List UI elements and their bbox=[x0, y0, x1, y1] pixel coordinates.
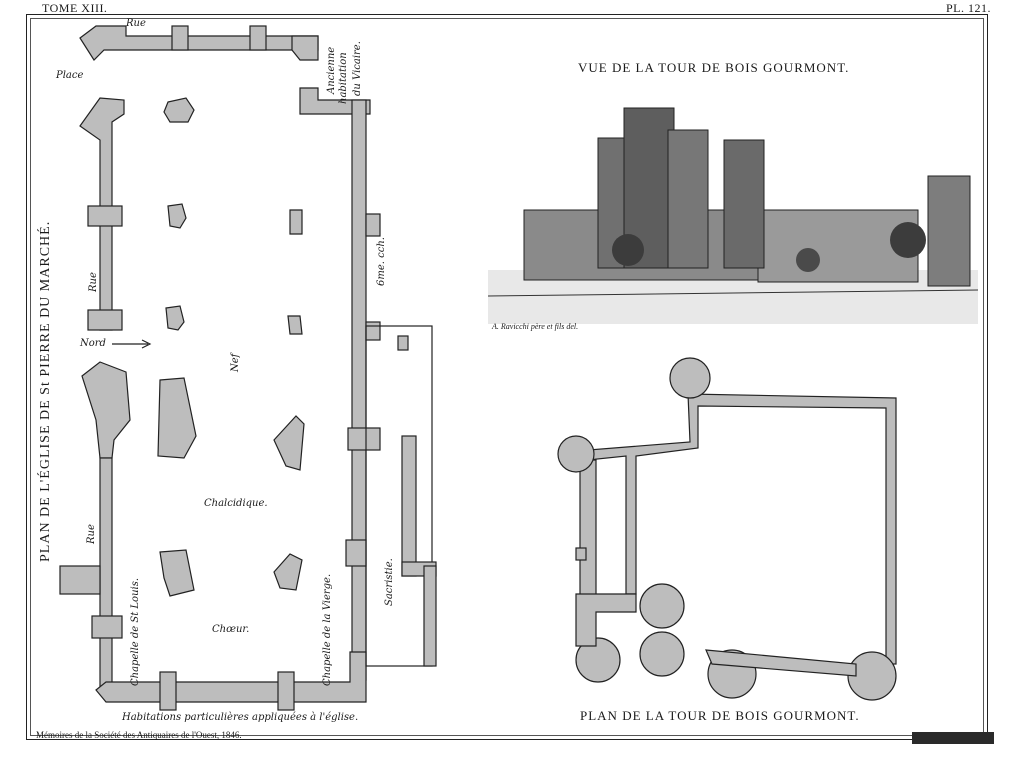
label-habitations: Habitations particulières appliquées à l… bbox=[122, 712, 359, 723]
label-nord: Nord bbox=[80, 338, 106, 349]
footer-publication: Mémoires de la Société des Antiquaires d… bbox=[36, 730, 242, 740]
label-rue-top: Rue bbox=[126, 18, 146, 29]
tower-view-title: VUE DE LA TOUR DE BOIS GOURMONT. bbox=[578, 60, 850, 75]
tower-view-engraving bbox=[488, 107, 978, 324]
label-place: Place bbox=[56, 70, 84, 81]
tome-number: TOME XIII. bbox=[42, 1, 108, 15]
tower-view-artist: A. Ravicchi père et fils del. bbox=[492, 322, 579, 331]
inner-frame bbox=[30, 18, 984, 736]
tower-plan-title: PLAN DE LA TOUR DE BOIS GOURMONT. bbox=[580, 708, 860, 723]
label-chalcidique: Chalcidique. bbox=[204, 498, 268, 509]
label-choeur: Chœur. bbox=[212, 624, 250, 635]
outer-frame bbox=[26, 14, 988, 740]
printer-stamp bbox=[912, 732, 994, 744]
plate-number: PL. 121. bbox=[946, 1, 992, 15]
